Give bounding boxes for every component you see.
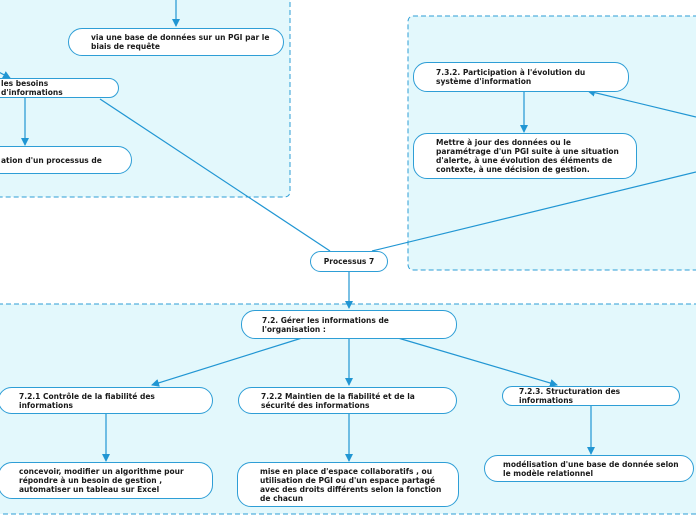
node-query-database-label: via une base de données sur un PGI par l… bbox=[91, 33, 270, 51]
node-information-needs[interactable]: les besoins d'informations bbox=[0, 78, 119, 98]
node-central-label: Processus 7 bbox=[323, 257, 375, 266]
node-7-3-2[interactable]: 7.3.2. Participation à l'évolution du sy… bbox=[413, 62, 629, 92]
node-7-2[interactable]: 7.2. Gérer les informations de l'organis… bbox=[241, 310, 457, 339]
node-7-2-2-detail-label: mise en place d'espace collaboratifs , o… bbox=[260, 466, 442, 503]
edge-central-to-needs bbox=[99, 98, 331, 252]
node-central-processus-7[interactable]: Processus 7 bbox=[310, 251, 388, 272]
node-7-2-1[interactable]: 7.2.1 Contrôle de la fiabilité des infor… bbox=[0, 387, 213, 414]
node-information-needs-label: les besoins d'informations bbox=[1, 79, 63, 97]
edge-7-2-to-7-2-1 bbox=[151, 337, 303, 387]
node-7-2-label: 7.2. Gérer les informations de l'organis… bbox=[262, 315, 389, 334]
edge-left-into-needs bbox=[0, 71, 11, 79]
node-7-2-1-detail-label: concevoir, modifier un algorithme pour r… bbox=[19, 467, 184, 494]
node-7-2-1-detail[interactable]: concevoir, modifier un algorithme pour r… bbox=[0, 462, 213, 499]
node-7-2-1-label: 7.2.1 Contrôle de la fiabilité des infor… bbox=[19, 391, 155, 410]
node-7-2-3[interactable]: 7.2.3. Structuration des informations bbox=[502, 386, 680, 406]
node-7-2-2-label: 7.2.2 Maintien de la fiabilité et de la … bbox=[261, 391, 415, 410]
node-7-3-2-detail-label: Mettre à jour des données ou le paramétr… bbox=[436, 138, 619, 174]
node-7-2-3-label: 7.2.3. Structuration des informations bbox=[519, 387, 621, 405]
node-7-3-2-detail[interactable]: Mettre à jour des données ou le paramétr… bbox=[413, 133, 637, 179]
edge-right-into-7-3-2 bbox=[587, 88, 696, 118]
node-7-3-2-label: 7.3.2. Participation à l'évolution du sy… bbox=[436, 68, 586, 86]
node-query-database[interactable]: via une base de données sur un PGI par l… bbox=[68, 28, 284, 56]
edge-central-to-right bbox=[371, 171, 696, 252]
node-process-creation-label: ation d'un processus de bbox=[1, 155, 102, 165]
node-process-creation[interactable]: ation d'un processus de bbox=[0, 146, 132, 174]
node-7-2-2[interactable]: 7.2.2 Maintien de la fiabilité et de la … bbox=[238, 387, 457, 414]
node-7-2-2-detail[interactable]: mise en place d'espace collaboratifs , o… bbox=[237, 462, 459, 507]
node-7-2-3-detail-label: modélisation d'une base de donnée selon … bbox=[503, 459, 679, 478]
edge-7-2-to-7-2-3 bbox=[397, 337, 558, 387]
node-7-2-3-detail[interactable]: modélisation d'une base de donnée selon … bbox=[484, 455, 694, 482]
